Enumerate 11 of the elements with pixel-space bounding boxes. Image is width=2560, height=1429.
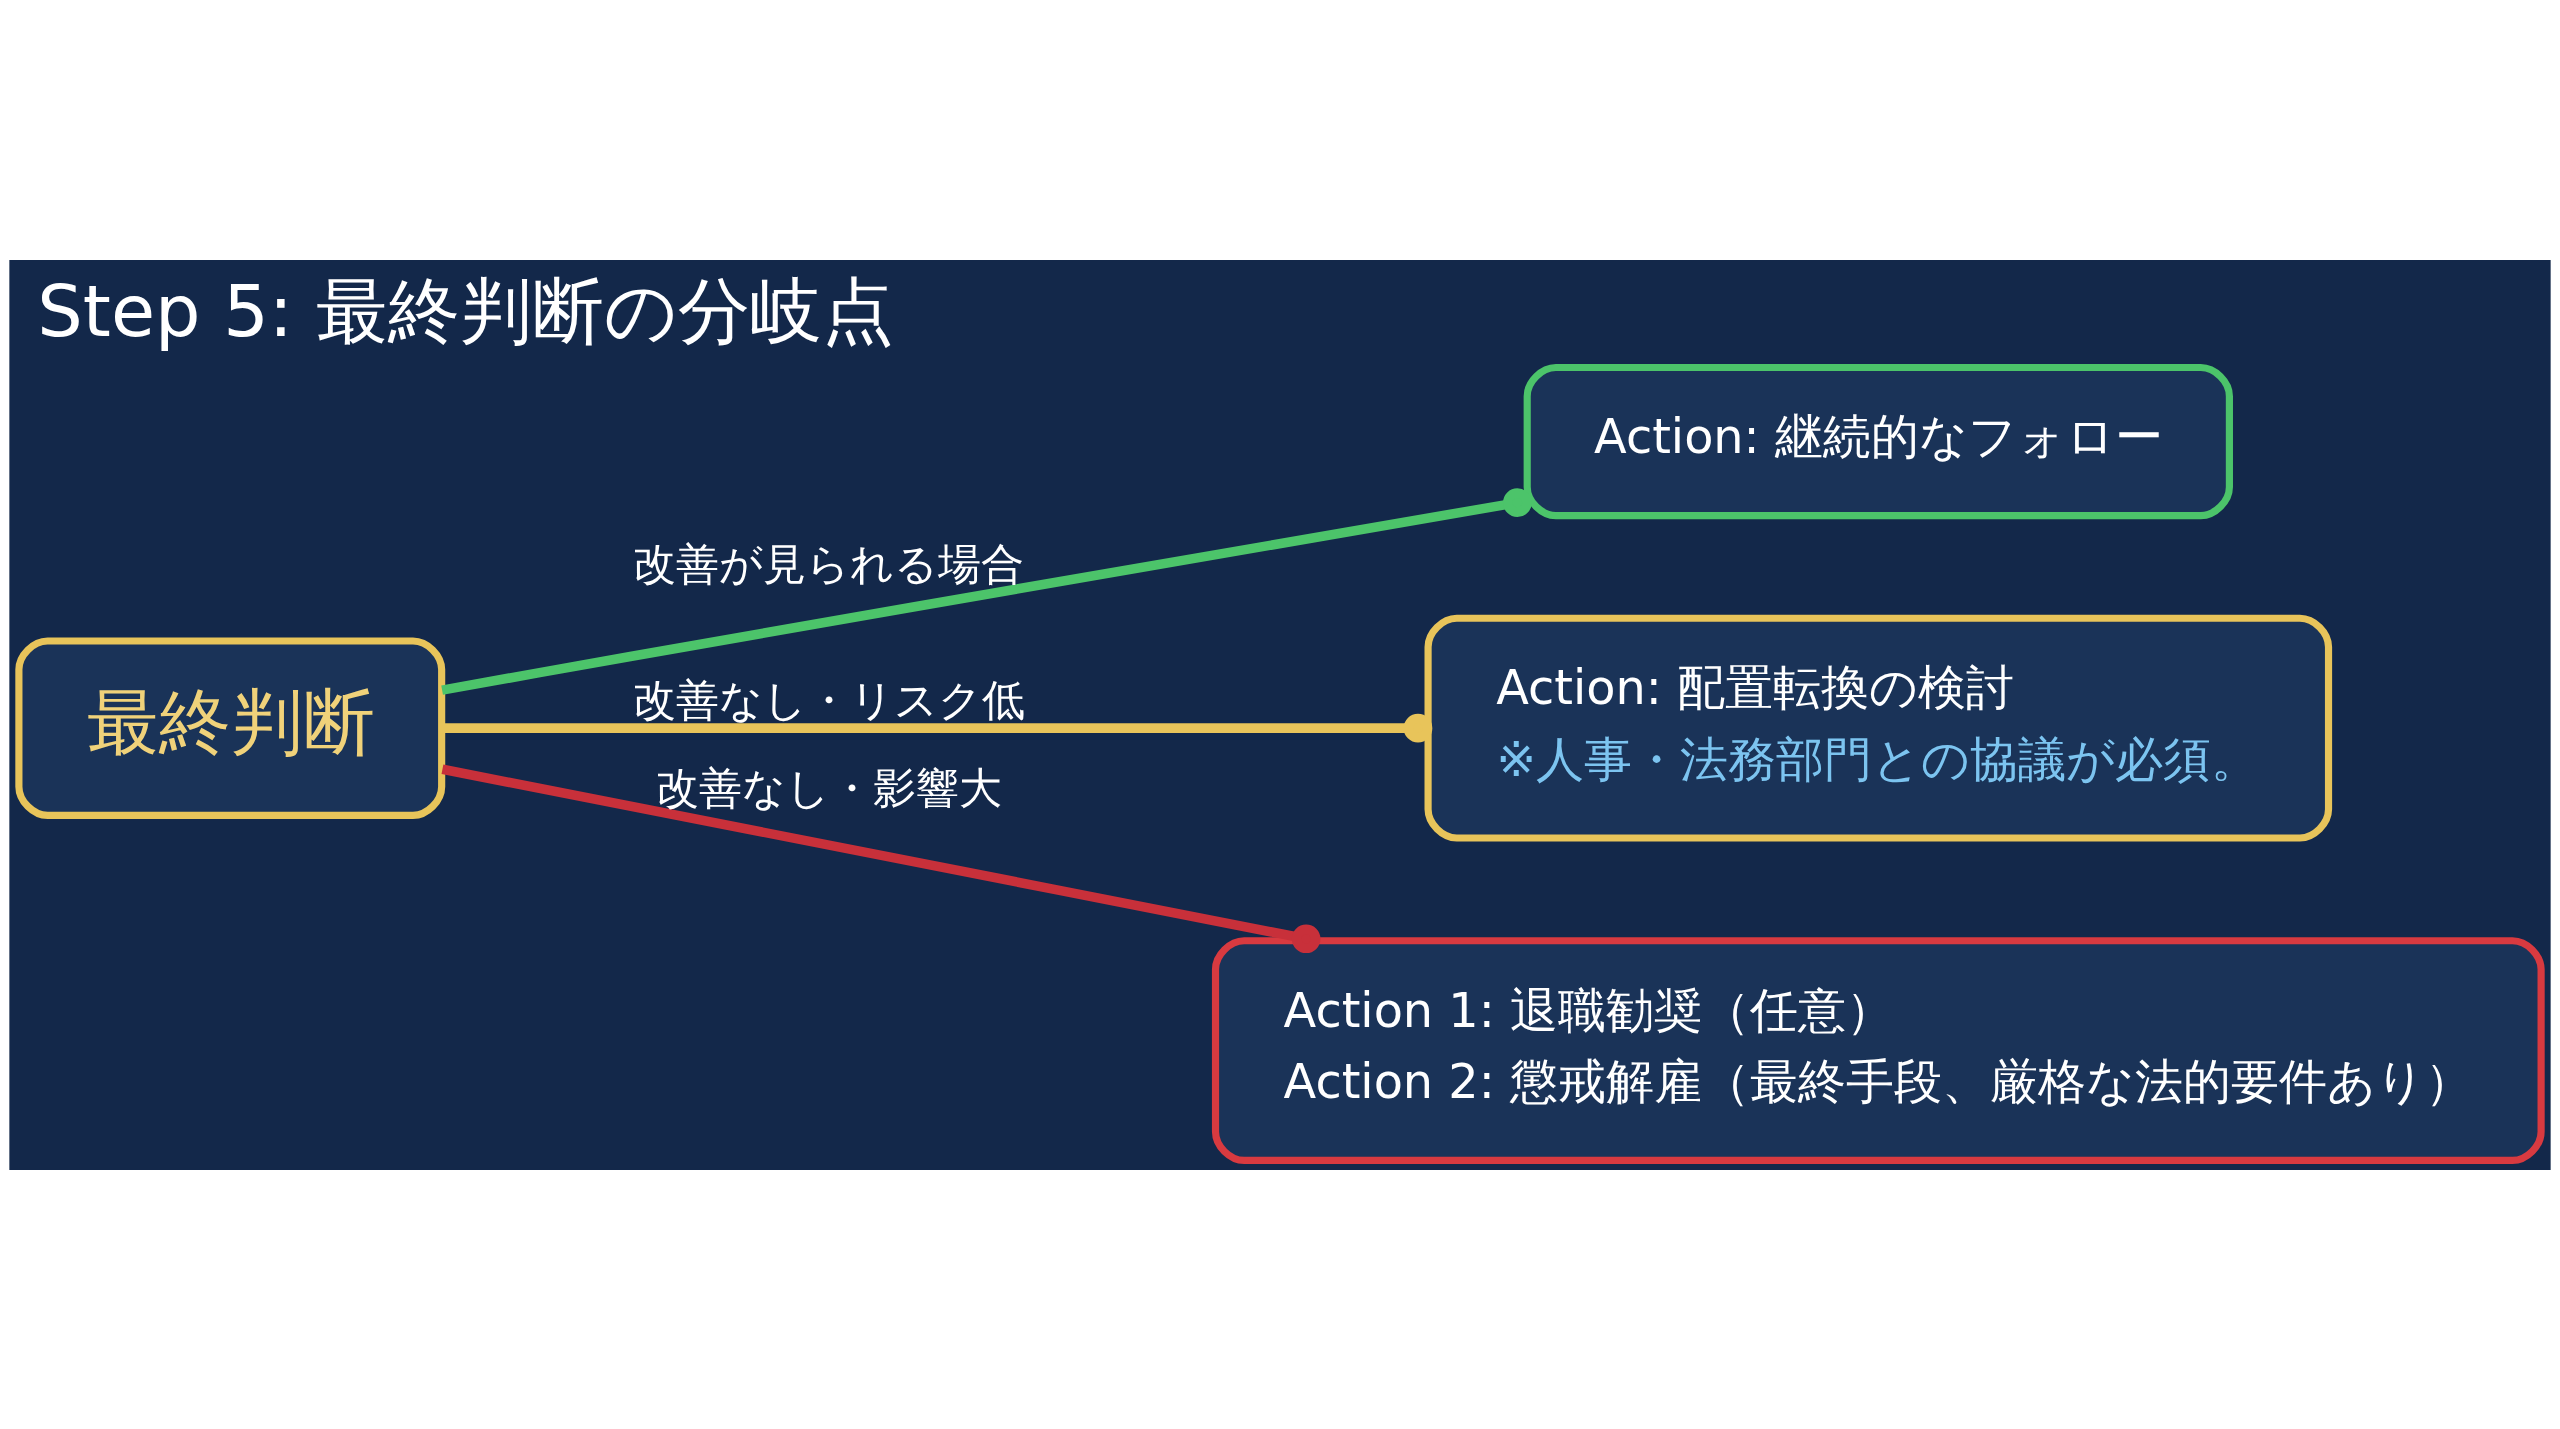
connector [441, 487, 1532, 695]
node-box: 最終判断 [15, 636, 446, 819]
connector [441, 764, 1321, 953]
connector [442, 713, 1433, 742]
edge-label: 改善なし・リスク低 [632, 674, 1025, 725]
diagram-title: Step 5: 最終判断の分岐点 [37, 268, 894, 353]
edge-label: 改善なし・影響大 [655, 762, 1002, 813]
node-box: Action 1: 退職勧奨（任意） Action 2: 懲戒解雇（最終手段、厳格な法的要件あり） [1211, 936, 2545, 1164]
edge-label: 改善が見られる場合 [633, 538, 1025, 589]
node-box: Action: 継続的なフォロー [1523, 363, 2233, 519]
node-box: Action: 配置転換の検討 ※人事・法務部門との協議が必須。 [1424, 614, 2333, 842]
